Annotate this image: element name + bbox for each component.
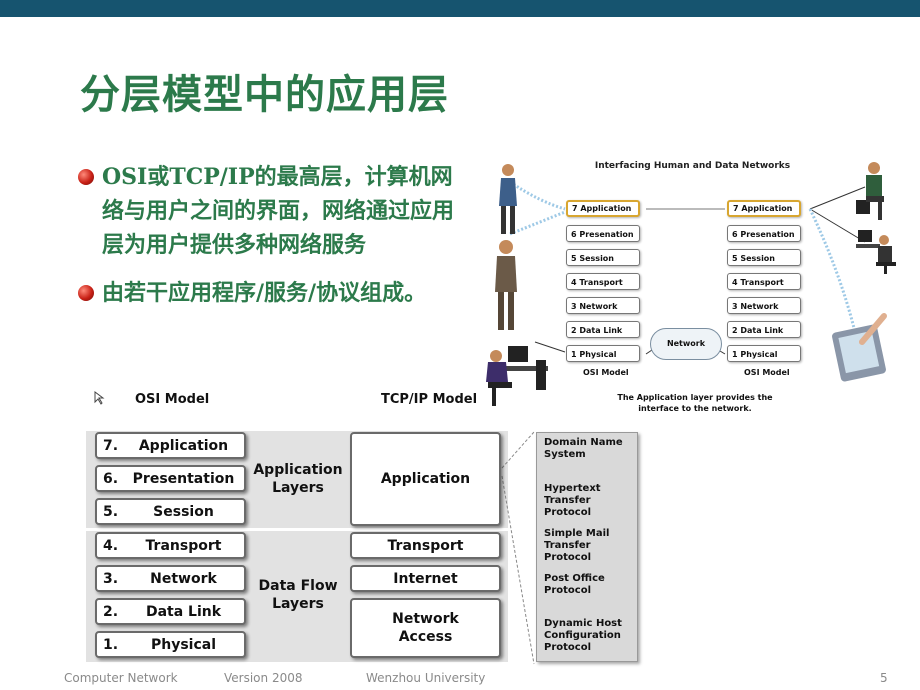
- network-cloud: Network: [650, 328, 722, 360]
- osi-right-caption: OSI Model: [744, 368, 790, 377]
- osi-left-layer-5: 5 Session: [566, 249, 640, 266]
- protocol-dhcp: Dynamic Host Configuration Protocol: [544, 618, 622, 653]
- osi-right-layer-3: 3 Network: [727, 297, 801, 314]
- osi-left-layer-3: 3 Network: [566, 297, 640, 314]
- footer-course: Computer Network: [64, 671, 178, 685]
- osi-layer-session: 5. Session: [95, 498, 246, 525]
- osi-right-layer-7: 7 Application: [727, 200, 801, 217]
- osi-left-layer-2: 2 Data Link: [566, 321, 640, 338]
- osi-left-layer-7: 7 Application: [566, 200, 640, 217]
- person-desk-icon: [856, 230, 896, 274]
- protocol-dns: Domain Name System: [544, 437, 623, 460]
- protocol-smtp: Simple Mail Transfer Protocol: [544, 528, 610, 563]
- bullet-item: 由若干应用程序/服务/协议组成。: [78, 276, 473, 310]
- person-man-icon: [495, 240, 517, 330]
- interfacing-figure: Interfacing Human and Data Networks: [480, 152, 905, 413]
- footer-version: Version 2008: [224, 671, 303, 685]
- group-label-data-flow: Data Flow Layers: [258, 578, 338, 612]
- osi-right-layer-5: 5 Session: [727, 249, 801, 266]
- tcpip-layer-network-access: Network Access: [350, 598, 501, 658]
- bullet-item: OSI或TCP/IP的最高层，计算机网络与用户之间的界面，网络通过应用层为用户提…: [78, 160, 473, 262]
- osi-left-layer-4: 4 Transport: [566, 273, 640, 290]
- tcpip-layer-transport: Transport: [350, 532, 501, 559]
- osi-left-caption: OSI Model: [583, 368, 629, 377]
- footer-school: Wenzhou University: [366, 671, 486, 685]
- bullet-text: OSI或TCP/IP的最高层，计算机网络与用户之间的界面，网络通过应用层为用户提…: [102, 164, 455, 258]
- osi-right-layer-4: 4 Transport: [727, 273, 801, 290]
- osi-right-layer-1: 1 Physical: [727, 345, 801, 362]
- osi-layer-transport: 4. Transport: [95, 532, 246, 559]
- protocol-pop: Post Office Protocol: [544, 573, 605, 596]
- group-label-application: Application Layers: [253, 462, 343, 496]
- bullet-list: OSI或TCP/IP的最高层，计算机网络与用户之间的界面，网络通过应用层为用户提…: [78, 160, 473, 310]
- figure-caption: The Application layer provides the inter…: [617, 393, 773, 413]
- cursor-arrow-icon: [94, 391, 105, 405]
- protocol-connector: [501, 431, 535, 665]
- osi-layer-application: 7. Application: [95, 432, 246, 459]
- figure-title: Interfacing Human and Data Networks: [594, 161, 791, 171]
- protocol-http: Hypertext Transfer Protocol: [544, 483, 601, 518]
- person-seated-icon: [856, 162, 884, 220]
- osi-model-header: OSI Model: [135, 392, 210, 407]
- pda-tablet-icon: [832, 313, 887, 382]
- bullet-dot-icon: [78, 169, 94, 185]
- osi-layer-physical: 1. Physical: [95, 631, 246, 658]
- tcpip-model-header: TCP/IP Model: [381, 392, 478, 407]
- bullet-text: 由若干应用程序/服务/协议组成。: [102, 280, 427, 306]
- protocol-panel: Domain Name System Hypertext Transfer Pr…: [536, 432, 638, 662]
- person-woman-icon: [499, 164, 517, 234]
- osi-layer-data-link: 2. Data Link: [95, 598, 246, 625]
- osi-layer-presentation: 6. Presentation: [95, 465, 246, 492]
- bullet-dot-icon: [78, 285, 94, 301]
- tcpip-layer-application: Application: [350, 432, 501, 526]
- footer-page-number: 5: [880, 671, 888, 685]
- tcpip-layer-internet: Internet: [350, 565, 501, 592]
- osi-right-layer-2: 2 Data Link: [727, 321, 801, 338]
- osi-right-layer-6: 6 Presenation: [727, 225, 801, 242]
- osi-layer-network: 3. Network: [95, 565, 246, 592]
- top-bar: [0, 0, 920, 17]
- osi-left-layer-6: 6 Presenation: [566, 225, 640, 242]
- person-at-computer-icon: [486, 346, 548, 406]
- slide-title: 分层模型中的应用层: [80, 72, 449, 118]
- osi-left-layer-1: 1 Physical: [566, 345, 640, 362]
